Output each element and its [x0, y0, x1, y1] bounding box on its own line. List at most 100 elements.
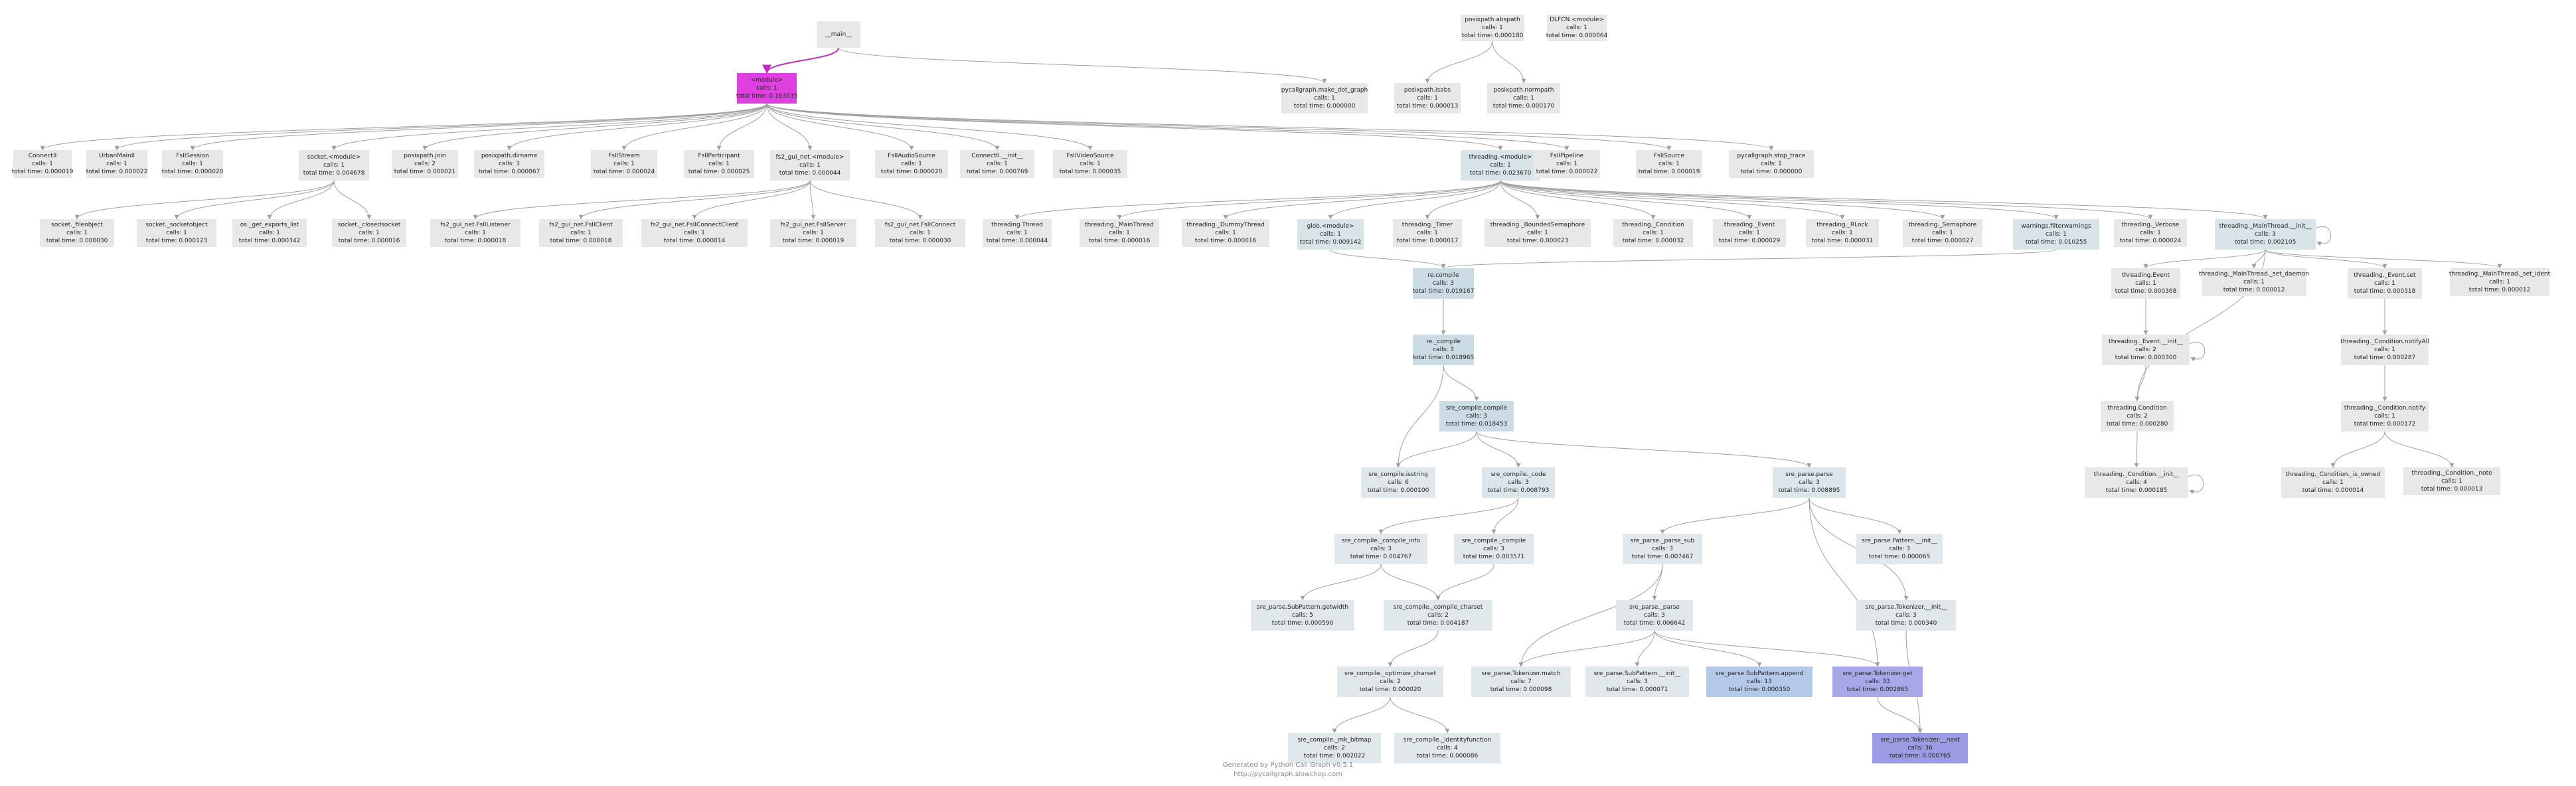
node-calls: calls: 1 [32, 161, 53, 167]
node-calls: calls: 1 [613, 161, 635, 167]
node-total-time: total time: 0.000044 [779, 170, 841, 177]
node-total-time: total time: 0.000172 [2354, 421, 2416, 428]
call-edge [2251, 249, 2266, 269]
node-total-time: total time: 0.000019 [782, 238, 845, 244]
call-edge [1300, 564, 1382, 601]
node-name: threading._Verbose [2121, 222, 2180, 228]
node-calls: calls: 1 [1739, 230, 1760, 236]
node-total-time: total time: 0.000030 [46, 238, 108, 244]
node-calls: calls: 4 [1437, 745, 1458, 751]
node-calls: calls: 1 [1417, 230, 1438, 236]
node-total-time: total time: 0.003571 [1463, 554, 1525, 560]
call-edge [766, 103, 813, 151]
node-calls: calls: 1 [2243, 279, 2265, 285]
node-total-time: total time: 0.010255 [2025, 239, 2087, 246]
node-name: posixpath.dirname [481, 153, 538, 159]
node-calls: calls: 1 [1314, 95, 1335, 102]
node-total-time: total time: 0.008793 [1487, 487, 1550, 494]
node-total-time: total time: 0.000020 [161, 169, 224, 175]
call-edge [422, 103, 767, 151]
node-calls: calls: 1 [1109, 230, 1130, 236]
node-name: UrbanMainII [98, 153, 135, 159]
node-calls: calls: 1 [1080, 161, 1101, 167]
node-calls: calls: 1 [182, 161, 203, 167]
node-calls: calls: 1 [1527, 230, 1548, 236]
node-calls: calls: 1 [1566, 25, 1587, 31]
node-calls: calls: 2 [2135, 347, 2156, 353]
node-calls: calls: 3 [2255, 231, 2276, 238]
call-edge [1654, 630, 1880, 667]
node-name: FsIISession [176, 153, 209, 159]
node-name: socket._closedsocket [337, 222, 401, 228]
node-name: fs2_gui_net.FsIIListener [440, 222, 511, 228]
call-edge [1425, 180, 1501, 220]
node-calls: calls: 1 [1556, 161, 1577, 167]
node-total-time: total time: 0.004678 [303, 170, 365, 177]
node-name: threading._Condition [1622, 222, 1684, 228]
call-edge [1396, 364, 1444, 468]
node-calls: calls: 1 [359, 230, 380, 236]
node-total-time: total time: 0.000020 [880, 169, 943, 175]
node-total-time: total time: 0.000029 [1718, 238, 1781, 244]
node-calls: calls: 2 [1427, 612, 1449, 619]
node-total-time: total time: 0.000368 [2115, 288, 2177, 295]
self-loop-edge [2315, 226, 2332, 246]
call-edge [1654, 630, 1762, 667]
call-edge [766, 103, 1503, 151]
node-name: posixpath.abspath [1465, 17, 1520, 23]
node-total-time: total time: 0.000024 [593, 169, 655, 175]
node-name: sre_parse.Tokenizer.__init__ [1865, 604, 1947, 611]
node-total-time: total time: 0.000318 [2354, 288, 2416, 295]
node-total-time: total time: 0.000014 [663, 238, 726, 244]
node-name: sre_compile._compile_charset [1393, 604, 1483, 611]
call-edge [578, 180, 811, 220]
node-calls: calls: 3 [1627, 678, 1648, 685]
call-edge [1500, 180, 1752, 220]
node-total-time: total time: 0.000044 [986, 238, 1048, 244]
call-edge [1809, 497, 1880, 667]
node-name: threading._Condition.notifyAll [2340, 339, 2429, 345]
node-total-time: total time: 0.000035 [1059, 169, 1121, 175]
node-calls: calls: 3 [1433, 280, 1454, 287]
node-calls: calls: 2 [2127, 413, 2148, 420]
graph-node-fsiiaudiosource: FsIIAudioSource calls: 1 total time: 0.000… [875, 150, 948, 178]
call-edge [2384, 431, 2455, 468]
node-total-time: total time: 0.000013 [2421, 486, 2483, 493]
node-name: socket.<module> [307, 154, 361, 161]
node-calls: calls: 1 [1320, 231, 1341, 238]
call-edge [1390, 696, 1450, 734]
node-name: fs2_gui_net.FsIIServer [780, 222, 846, 228]
call-edge [1014, 180, 1501, 220]
call-edge [766, 103, 1000, 151]
node-total-time: total time: 0.000086 [1416, 753, 1479, 759]
call-edge [2265, 249, 2502, 269]
node-name: threading.Thread [991, 222, 1043, 228]
node-total-time: total time: 0.000023 [1506, 238, 1569, 244]
node-calls: calls: 1 [901, 161, 922, 167]
node-calls: calls: 1 [2489, 279, 2510, 285]
node-name: FsIIAudioSource [888, 153, 935, 159]
node-total-time: total time: 0.000590 [1271, 620, 1334, 627]
node-name: FsIISource [1653, 153, 1685, 159]
node-name: threading._Condition.notify [2344, 405, 2426, 412]
